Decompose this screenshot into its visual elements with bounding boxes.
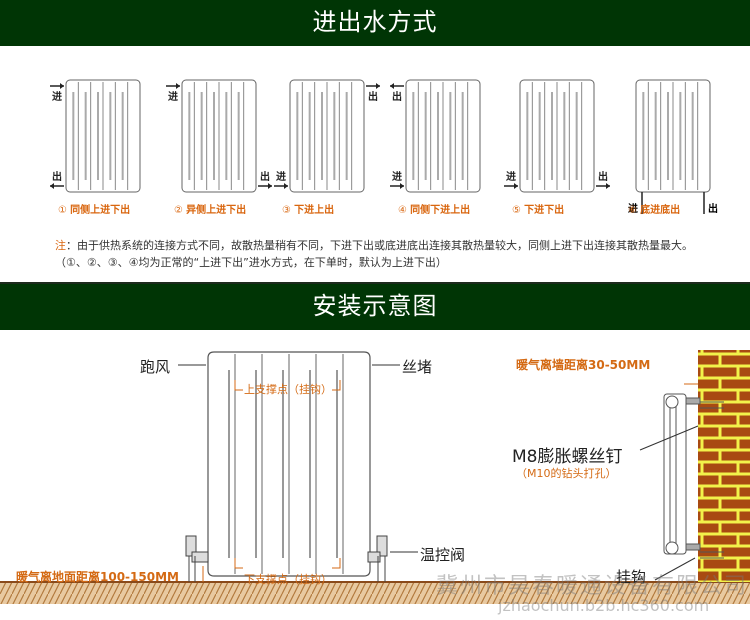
flow-diagrams: 进出进出进出进出进出进出 [50, 79, 718, 215]
arrow-head [268, 183, 272, 189]
caption-text: 同侧下进上出 [410, 205, 471, 216]
diagram-caption: ④ 同侧下进上出 [398, 201, 470, 216]
radiator-diagram: 进出 [390, 79, 481, 193]
diagram-caption: ⑤ 下进下出 [512, 201, 564, 216]
diagram-caption: ② 异侧上进下出 [174, 201, 246, 216]
caption-text: 底进底出 [640, 205, 681, 216]
watermark-company: 冀州市昊春暖通设备有限公司 [436, 574, 749, 599]
caption-text: 同侧上进下出 [70, 205, 131, 216]
caption-number: ⑤ [512, 205, 525, 216]
caption-text: 异侧上进下出 [186, 205, 247, 216]
radiator-diagram: 进出 [50, 79, 141, 193]
diagram-caption: ⑥ 底进底出 [628, 201, 680, 216]
arrow-head [606, 183, 610, 189]
arrow-head [376, 83, 380, 89]
radiator-diagram: 进出 [166, 79, 272, 193]
arrow-head [284, 183, 288, 189]
radiator-diagram: 进出 [274, 79, 380, 193]
label-wall-distance: 暖气离墙距离30-50MM [516, 358, 651, 372]
caption-text: 下进上出 [294, 205, 335, 216]
outlet-label: 出 [598, 170, 608, 183]
caption-text: 下进下出 [524, 205, 565, 216]
install-diagram [0, 350, 750, 604]
diagram-caption: ① 同侧上进下出 [58, 201, 130, 216]
inlet-label: 进 [392, 170, 402, 183]
outlet-label: 出 [392, 90, 402, 103]
outlet-label: 出 [52, 170, 62, 183]
inlet-label: 进 [168, 90, 178, 103]
radiator-diagram: 进出 [628, 79, 718, 215]
label-bolt: M8膨胀螺丝钉 [512, 447, 623, 467]
inlet-label: 进 [276, 170, 286, 183]
inlet-label: 进 [52, 90, 62, 103]
watermark-url: jzhaochun.b2b.hc360.com [498, 596, 710, 615]
flow-note: 注：由于供热系统的连接方式不同，故散热量稍有不同，下进下出或底进底出连接其散热量… [55, 237, 715, 271]
label-lower-support: 下支撑点（挂钩） [244, 573, 332, 586]
note-text: ：由于供热系统的连接方式不同，故散热量稍有不同，下进下出或底进底出连接其散热量较… [55, 239, 693, 269]
radiator-diagram: 进出 [504, 79, 610, 193]
caption-number: ① [58, 205, 71, 216]
arrow-head [176, 83, 180, 89]
valve-left [185, 535, 209, 582]
outlet-label: 出 [260, 170, 270, 183]
label-vent: 跑风 [140, 358, 171, 376]
radiator-side [663, 393, 701, 555]
label-valve: 温控阀 [420, 546, 466, 564]
arrow-head [514, 183, 518, 189]
arrow-head [60, 83, 64, 89]
caption-number: ② [174, 205, 187, 216]
floor [0, 582, 750, 604]
arrow-head [390, 83, 394, 89]
valve-right [367, 535, 388, 582]
label-plug: 丝堵 [402, 358, 433, 376]
label-bolt-note: （M10的钻头打孔） [516, 467, 617, 480]
section-title-install: 安装示意图 [0, 282, 750, 330]
label-hook: 挂钩 [616, 568, 647, 586]
caption-number: ⑥ [628, 205, 641, 216]
caption-number: ③ [282, 205, 295, 216]
section-title-flow: 进出水方式 [0, 0, 750, 46]
caption-number: ④ [398, 205, 411, 216]
label-upper-support: 上支撑点（挂钩） [244, 383, 332, 396]
outlet-label: 出 [368, 90, 378, 103]
arrow-head [50, 183, 54, 189]
arrow-head [400, 183, 404, 189]
note-key: 注 [55, 239, 66, 252]
outlet-label: 出 [708, 202, 718, 215]
inlet-label: 进 [628, 202, 638, 215]
label-floor-distance: 暖气离地面距离100-150MM [16, 570, 179, 584]
brick-wall [698, 350, 750, 582]
inlet-label: 进 [506, 170, 516, 183]
diagram-caption: ③ 下进上出 [282, 201, 334, 216]
